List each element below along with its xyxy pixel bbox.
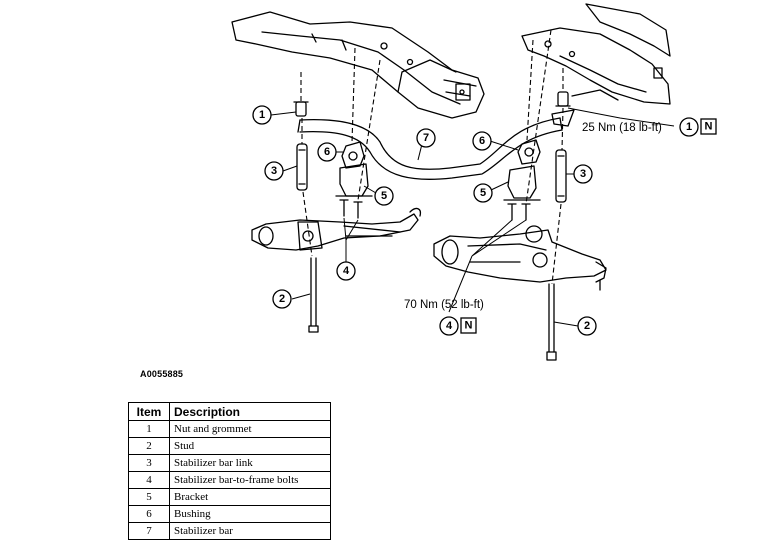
callout-label-6-left: 6 (324, 146, 330, 158)
table-row: 1 Nut and grommet (128, 420, 331, 438)
legend-header-item: Item (128, 402, 170, 421)
callout-label-3-right: 3 (580, 168, 586, 180)
legend-item-number: 3 (128, 454, 170, 472)
legend-header-description: Description (169, 402, 331, 421)
bracket-right (503, 165, 541, 201)
legend-item-description: Stabilizer bar link (169, 454, 331, 472)
stabilizer-bar-link-left (296, 143, 308, 191)
callout-7 (416, 128, 436, 148)
legend-item-description: Nut and grommet (169, 420, 331, 438)
stud-right (546, 283, 557, 361)
callout-6-left (317, 142, 337, 162)
table-row: 3 Stabilizer bar link (128, 454, 331, 472)
frame-rail-right (521, 3, 671, 127)
torque-spec-top: 25 Nm (18 lb-ft) (582, 122, 662, 134)
table-row: 5 Bracket (128, 488, 331, 506)
legend-item-number: 7 (128, 522, 170, 540)
callout-5-right (473, 183, 493, 203)
callout-label-2-left: 2 (279, 293, 285, 305)
legend-item-description: Stabilizer bar (169, 522, 331, 540)
legend-item-description: Stabilizer bar-to-frame bolts (169, 471, 331, 489)
lower-control-arm-right (433, 225, 607, 291)
callout-label-5-left: 5 (381, 190, 387, 202)
frame-bolts (339, 199, 531, 221)
legend-item-number: 5 (128, 488, 170, 506)
n-box-label-bottom: N (465, 320, 473, 332)
callout-1-right (679, 117, 699, 137)
callout-label-1-left: 1 (259, 109, 265, 121)
lower-control-arm-left (251, 207, 422, 251)
legend-item-number: 6 (128, 505, 170, 523)
table-row: 2 Stud (128, 437, 331, 455)
legend-header-row: Item Description (128, 402, 331, 421)
stabilizer-bar-link-right (555, 149, 567, 203)
stabilizer-bar (297, 117, 563, 180)
frame-rail-left (231, 11, 485, 119)
callout-1-left (252, 105, 272, 125)
legend-item-number: 1 (128, 420, 170, 438)
bushing-right (517, 139, 541, 165)
callout-label-2-right: 2 (584, 320, 590, 332)
figure-reference: A0055885 (140, 369, 184, 379)
callout-2-left (272, 289, 292, 309)
callout-3-left (264, 161, 284, 181)
table-row: 6 Bushing (128, 505, 331, 523)
leader-lines (270, 107, 675, 327)
callout-4-right (439, 316, 459, 336)
callout-label-4-right: 4 (446, 320, 453, 332)
callout-5-left (374, 186, 394, 206)
table-row: 4 Stabilizer bar-to-frame bolts (128, 471, 331, 489)
n-box-label-top: N (705, 121, 713, 133)
callout-6-right (472, 131, 492, 151)
torque-spec-bottom: 70 Nm (52 lb-ft) (404, 299, 484, 311)
legend-item-description: Bracket (169, 488, 331, 506)
callout-label-6-right: 6 (479, 135, 485, 147)
bushing-left (341, 141, 365, 169)
bracket-left (335, 163, 373, 197)
callout-4-left (336, 261, 356, 281)
callout-circles (252, 105, 699, 336)
callout-label-3-left: 3 (271, 165, 277, 177)
legend-item-number: 2 (128, 437, 170, 455)
legend-table: Item Description 1 Nut and grommet 2 Stu… (128, 402, 331, 540)
callout-label-5-right: 5 (480, 187, 486, 199)
n-boxes (460, 118, 717, 334)
callout-3-right (573, 164, 593, 184)
legend-item-description: Bushing (169, 505, 331, 523)
legend-item-description: Stud (169, 437, 331, 455)
stabilizer-bar-exploded-diagram: 1 3 2 6 5 4 7 6 5 3 2 1 4 N N 25 Nm (18 … (231, 3, 717, 361)
nut-and-grommet-left (293, 101, 309, 117)
nut-and-grommet-right (555, 91, 571, 107)
table-row: 7 Stabilizer bar (128, 522, 331, 540)
callout-2-right (577, 316, 597, 336)
legend-item-number: 4 (128, 471, 170, 489)
stud-left (308, 257, 319, 333)
installation-lines (300, 29, 564, 285)
callout-label-7: 7 (423, 132, 429, 144)
callout-label-4-left: 4 (343, 265, 350, 277)
callout-label-1-right: 1 (686, 121, 692, 133)
